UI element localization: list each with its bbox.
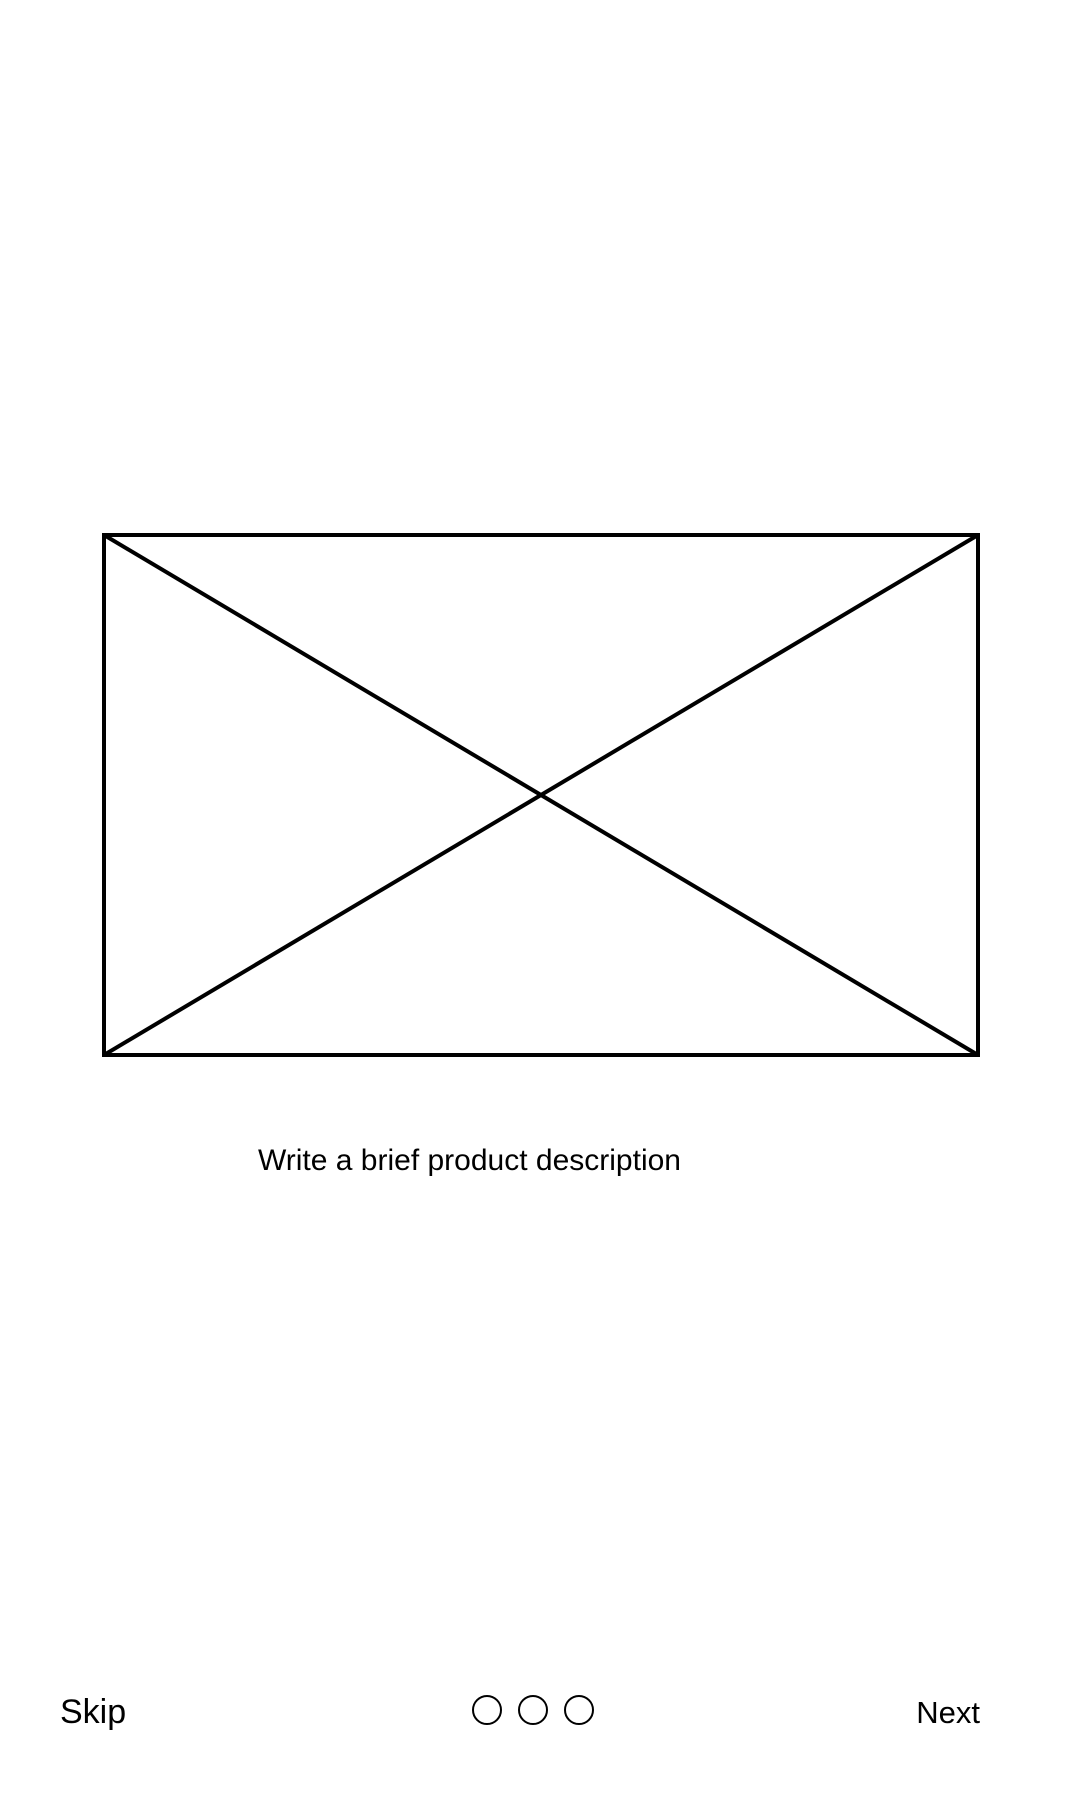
- image-placeholder-icon: [102, 533, 980, 1057]
- next-button[interactable]: Next: [916, 1695, 980, 1730]
- page-indicator: [472, 1695, 594, 1725]
- onboarding-footer: Skip Next: [0, 1680, 1080, 1740]
- page-dot-1-circle-icon[interactable]: [472, 1695, 502, 1725]
- page-dot-3-circle-icon[interactable]: [564, 1695, 594, 1725]
- product-description-text: Write a brief product description: [258, 1144, 681, 1177]
- skip-button[interactable]: Skip: [60, 1693, 127, 1731]
- page-dot-2-circle-icon[interactable]: [518, 1695, 548, 1725]
